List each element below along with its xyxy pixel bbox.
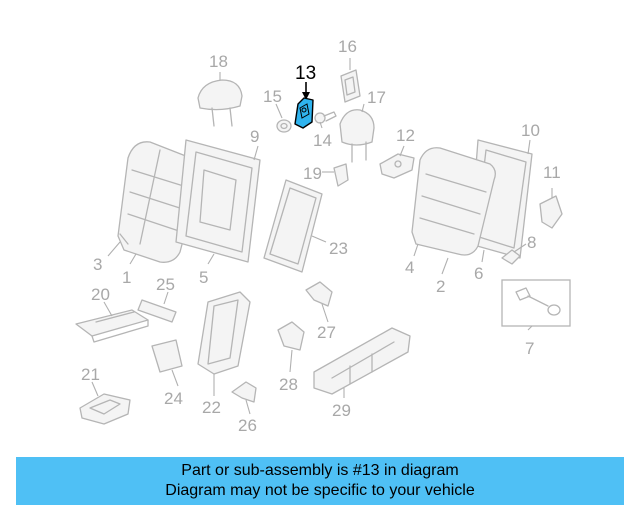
callout-18: 18 <box>209 52 228 71</box>
part-22-passthrough-frame <box>197 291 251 375</box>
part-17-headrest <box>339 109 375 163</box>
part-29-console <box>313 327 411 395</box>
callout-16: 16 <box>338 37 357 56</box>
part-28-bracket <box>277 321 305 351</box>
part-16-cover <box>340 69 361 103</box>
callout-5: 5 <box>199 268 208 287</box>
callout-4: 4 <box>405 258 414 277</box>
part-7-kit-box <box>501 279 571 327</box>
callout-10: 10 <box>521 121 540 140</box>
part-25-strip <box>137 299 177 323</box>
callout-29: 29 <box>332 401 351 420</box>
part-23-panel <box>263 179 323 273</box>
callout-22: 22 <box>202 398 221 417</box>
callout-15: 15 <box>263 87 282 106</box>
callout-19: 19 <box>303 164 322 183</box>
part-8-clip <box>501 249 521 265</box>
callout-9: 9 <box>250 127 259 146</box>
banner-disclaimer-line: Diagram may not be specific to your vehi… <box>165 482 475 499</box>
callout-7: 7 <box>525 339 534 358</box>
callout-26: 26 <box>238 416 257 435</box>
callout-12: 12 <box>396 126 415 145</box>
callout-20: 20 <box>91 285 110 304</box>
part-11-bracket <box>539 195 563 229</box>
part-12-bracket <box>379 153 415 179</box>
part-27-bracket <box>305 281 333 307</box>
callout-1: 1 <box>122 268 131 287</box>
callout-8: 8 <box>527 233 536 252</box>
banner-part-line: Part or sub-assembly is #13 in diagram <box>181 462 459 479</box>
callout-23: 23 <box>329 239 348 258</box>
callout-11: 11 <box>543 163 561 182</box>
part-4-right-seatback <box>411 147 496 256</box>
part-14-screw <box>314 111 337 124</box>
leader-lines <box>91 58 553 415</box>
part-9-seatback-frame <box>175 139 261 263</box>
callout-27: 27 <box>317 323 336 342</box>
callout-21: 21 <box>81 365 100 384</box>
callout-3: 3 <box>93 255 102 274</box>
part-19-bolt <box>333 163 349 187</box>
parts-diagram: 18 13 16 15 17 14 12 10 9 19 11 8 3 1 5 … <box>75 37 571 435</box>
callout-28: 28 <box>279 375 298 394</box>
part-13-highlighted <box>294 82 314 129</box>
callout-24: 24 <box>164 389 183 408</box>
part-24-cover <box>151 339 183 373</box>
callout-6: 6 <box>474 264 483 283</box>
part-21-latch <box>79 393 131 425</box>
callout-17: 17 <box>367 88 386 107</box>
part-20-armrest <box>75 309 149 343</box>
callout-2: 2 <box>436 277 445 296</box>
part-26-trim <box>231 381 257 403</box>
part-15-clip <box>276 119 292 133</box>
part-18-headrest <box>197 79 243 127</box>
callout-14: 14 <box>313 131 332 150</box>
info-banner: Part or sub-assembly is #13 in diagram D… <box>16 457 624 505</box>
callout-25: 25 <box>156 275 175 294</box>
callout-13: 13 <box>295 63 316 84</box>
